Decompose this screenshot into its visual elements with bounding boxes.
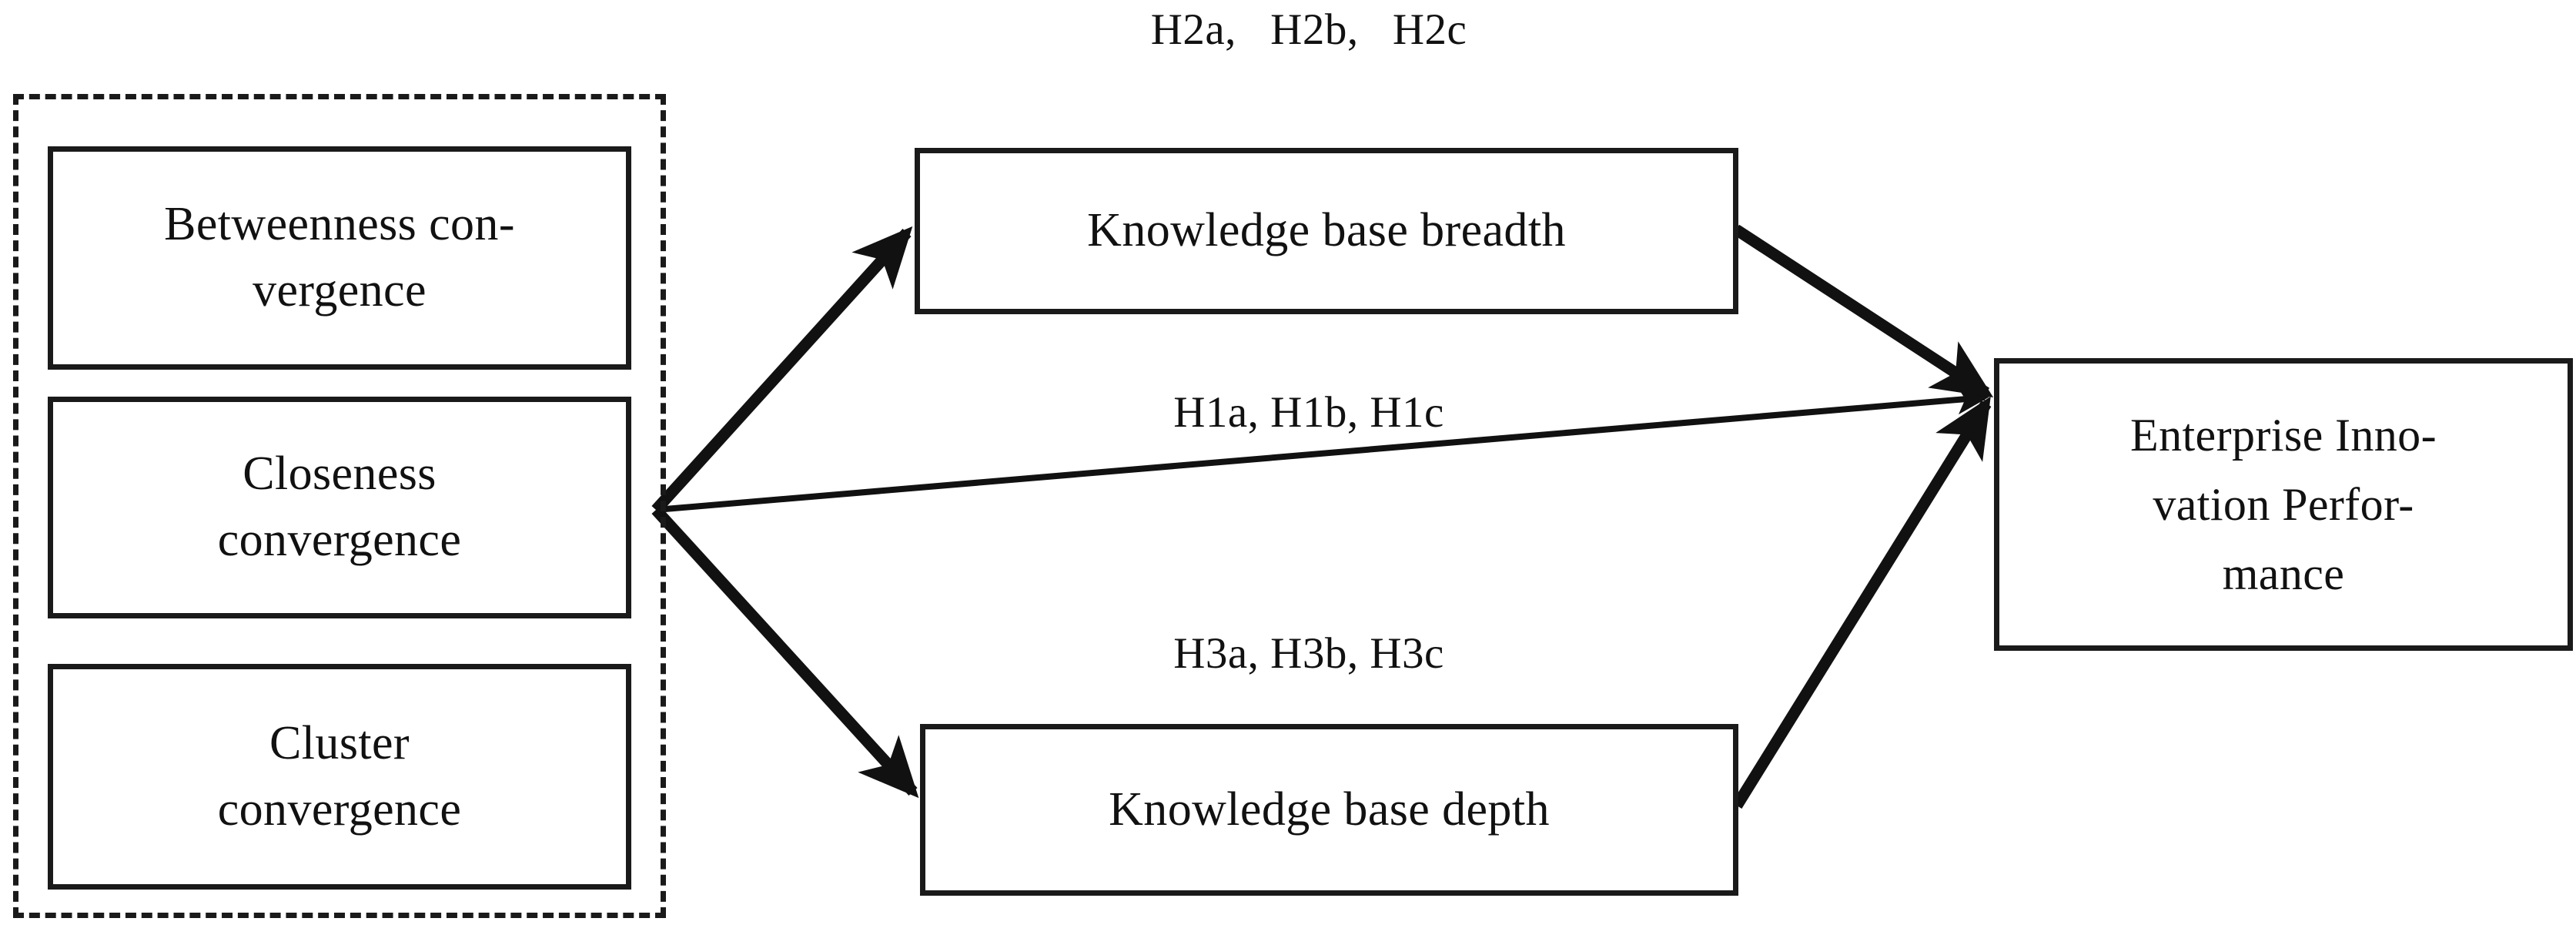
node-knowledge-base-breadth[interactable]: Knowledge base breadth bbox=[915, 148, 1738, 314]
node-knowledge-base-depth-label: Knowledge base depth bbox=[1109, 782, 1550, 836]
node-knowledge-base-breadth-label: Knowledge base breadth bbox=[1087, 204, 1566, 257]
node-enterprise-innovation-performance[interactable]: Enterprise Inno- vation Perfor- mance bbox=[1994, 358, 2573, 651]
node-betweenness-convergence[interactable]: Betweenness con- vergence bbox=[48, 146, 631, 370]
node-closeness-convergence-label: Closeness convergence bbox=[217, 447, 462, 566]
hypothesis-label-h2: H2a, H2b, H2c bbox=[1150, 5, 1467, 54]
node-closeness-convergence[interactable]: Closeness convergence bbox=[48, 397, 631, 618]
edge-depth-to-enterprise bbox=[1731, 396, 1992, 809]
node-cluster-convergence[interactable]: Cluster convergence bbox=[48, 664, 631, 890]
edge-convergence-to-breadth bbox=[651, 226, 913, 514]
node-knowledge-base-depth[interactable]: Knowledge base depth bbox=[920, 724, 1738, 896]
hypothesis-label-h1: H1a, H1b, H1c bbox=[1173, 388, 1444, 437]
hypothesis-label-h3: H3a, H3b, H3c bbox=[1173, 629, 1444, 678]
edge-breadth-to-enterprise bbox=[1732, 224, 1994, 398]
edge-convergence-to-depth bbox=[651, 505, 919, 799]
node-enterprise-innovation-performance-label: Enterprise Inno- vation Perfor- mance bbox=[2130, 410, 2437, 599]
node-betweenness-convergence-label: Betweenness con- vergence bbox=[164, 198, 515, 317]
node-cluster-convergence-label: Cluster convergence bbox=[217, 716, 462, 836]
